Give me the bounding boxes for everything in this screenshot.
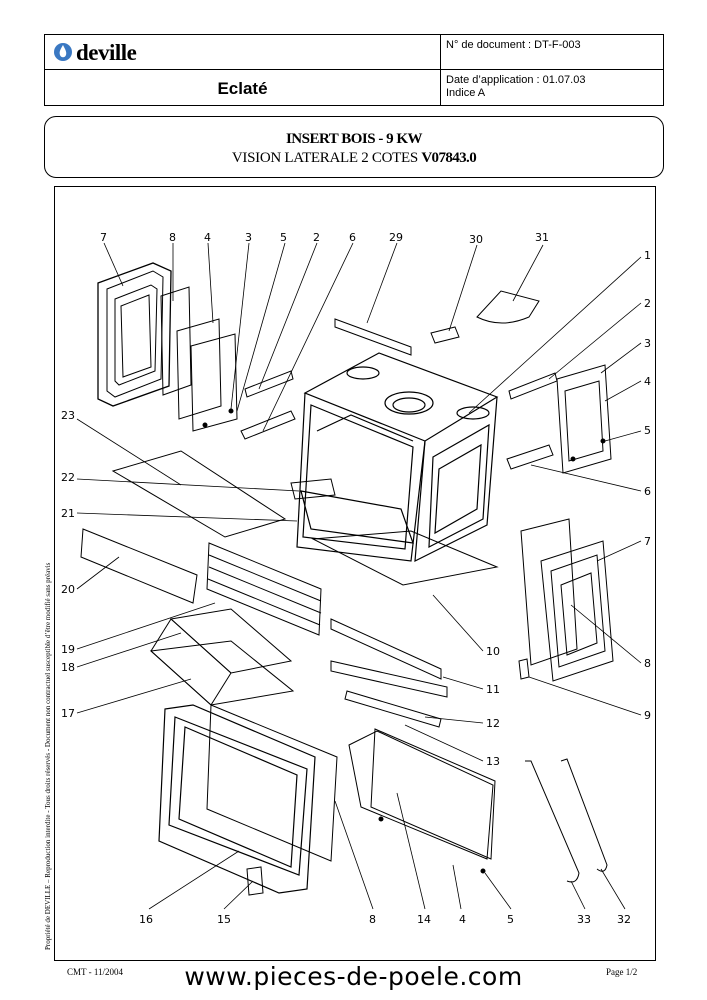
grate-18 [149, 608, 295, 706]
callout-label: 6 [644, 485, 651, 498]
document-number: N° de document : DT-F-003 [446, 39, 581, 51]
callout-label: 22 [61, 471, 75, 484]
callout-label: 11 [486, 683, 500, 696]
callout-label: 31 [535, 231, 549, 244]
callout-label: 21 [61, 507, 75, 520]
callout-label: 33 [577, 913, 591, 926]
header-divider-horizontal [45, 69, 663, 70]
bar-13 [344, 690, 442, 728]
footer-website: www.pieces-de-poele.com [184, 962, 523, 991]
callout-label: 29 [389, 231, 403, 244]
callout-label: 14 [417, 913, 431, 926]
product-subtitle: VISION LATERALE 2 COTES V07843.0 [45, 150, 663, 167]
product-name: INSERT BOIS - 9 KW [285, 131, 423, 147]
glass-3-right [556, 364, 612, 474]
footer-page-number: Page 1/2 [606, 967, 638, 977]
footer-revision: CMT - 11/2004 [67, 967, 124, 977]
callout-label: 7 [100, 231, 107, 244]
brand-logo: deville [53, 39, 137, 65]
callout-labels: 7 8 4 3 5 2 6 29 30 31 1 2 3 4 5 6 7 8 9… [61, 231, 651, 926]
glass-top [176, 318, 222, 420]
glass-14 [348, 730, 494, 860]
callout-label: 4 [644, 375, 651, 388]
product-view: VISION LATERALE 2 COTES [231, 150, 422, 166]
callout-label: 5 [507, 913, 514, 926]
header-divider-vertical [440, 35, 441, 105]
bar-11 [330, 618, 442, 680]
document-index: Indice A [446, 87, 486, 99]
callout-label: 18 [61, 661, 75, 674]
base-plate-10 [311, 530, 499, 586]
callout-label: 17 [61, 707, 75, 720]
gasket-bottom [206, 704, 338, 862]
glass-plate-top [190, 333, 238, 432]
callout-label: 13 [486, 755, 500, 768]
door-frame-top-left [97, 262, 172, 407]
callout-label: 15 [217, 913, 231, 926]
callout-label: 5 [644, 424, 651, 437]
callout-label: 9 [644, 709, 651, 722]
bracket-2-right [508, 372, 558, 400]
callout-label: 23 [61, 409, 75, 422]
screw-right [600, 438, 606, 444]
callout-label: 16 [139, 913, 153, 926]
callout-label: 3 [245, 231, 252, 244]
clip-9 [518, 658, 530, 680]
bracket-6-right [506, 444, 554, 470]
callout-label: 20 [61, 583, 75, 596]
callout-label: 3 [644, 337, 651, 350]
door-frame-right [520, 518, 614, 682]
product-title-box: INSERT BOIS - 9 KW VISION LATERALE 2 COT… [44, 116, 664, 178]
screw-bottom [378, 816, 384, 822]
bar-29 [334, 318, 412, 356]
firebox-body [296, 352, 499, 563]
copyright-notice: Propriété de DEVILLE – Reproduction inte… [44, 562, 52, 950]
callout-label: 30 [469, 233, 483, 246]
application-date: Date d’application : 01.07.03 [446, 74, 586, 86]
clip-15 [246, 866, 264, 896]
callout-label: 8 [369, 913, 376, 926]
callout-label: 12 [486, 717, 500, 730]
callout-label: 4 [459, 913, 466, 926]
front-door-16 [158, 704, 316, 894]
callout-label: 4 [204, 231, 211, 244]
poker-33 [525, 760, 580, 883]
bracket-30 [430, 326, 460, 344]
bracket-6-left [240, 410, 296, 440]
callout-label: 5 [280, 231, 287, 244]
baffle-plate-23 [111, 450, 287, 538]
flame-drop-icon [54, 43, 72, 61]
screw-right-2 [570, 456, 576, 462]
bar-12 [330, 660, 448, 698]
log-retainer-20 [80, 528, 198, 604]
callout-label: 10 [486, 645, 500, 658]
callout-label: 2 [644, 297, 651, 310]
logo-text: deville [76, 39, 137, 65]
poker-32 [560, 758, 608, 872]
leader-lines [76, 242, 642, 910]
glass-bottom [370, 728, 496, 860]
product-reference: V07843.0 [421, 150, 477, 166]
page-title: Eclaté [217, 79, 268, 98]
deflector-31 [476, 290, 540, 324]
screw-top [228, 408, 234, 414]
application-date-block: Date d’application : 01.07.03 Indice A [446, 74, 585, 100]
grate-19 [206, 542, 322, 636]
callout-label: 6 [349, 231, 356, 244]
ash-tray-22 [290, 478, 336, 500]
exploded-view-frame: 7 8 4 3 5 2 6 29 30 31 1 2 3 4 5 6 7 8 9… [54, 186, 656, 961]
callout-label: 19 [61, 643, 75, 656]
header-table: deville Eclaté N° de document : DT-F-003… [44, 34, 664, 106]
callout-label: 8 [644, 657, 651, 670]
callout-label: 7 [644, 535, 651, 548]
callout-label: 32 [617, 913, 631, 926]
screw-bottom-2 [480, 868, 486, 874]
bracket-2-left [244, 370, 294, 398]
callout-label: 1 [644, 249, 651, 262]
callout-label: 2 [313, 231, 320, 244]
screw-top-2 [202, 422, 208, 428]
exploded-view-drawing: 7 8 4 3 5 2 6 29 30 31 1 2 3 4 5 6 7 8 9… [61, 231, 651, 926]
callout-label: 8 [169, 231, 176, 244]
gasket-top [160, 286, 192, 396]
